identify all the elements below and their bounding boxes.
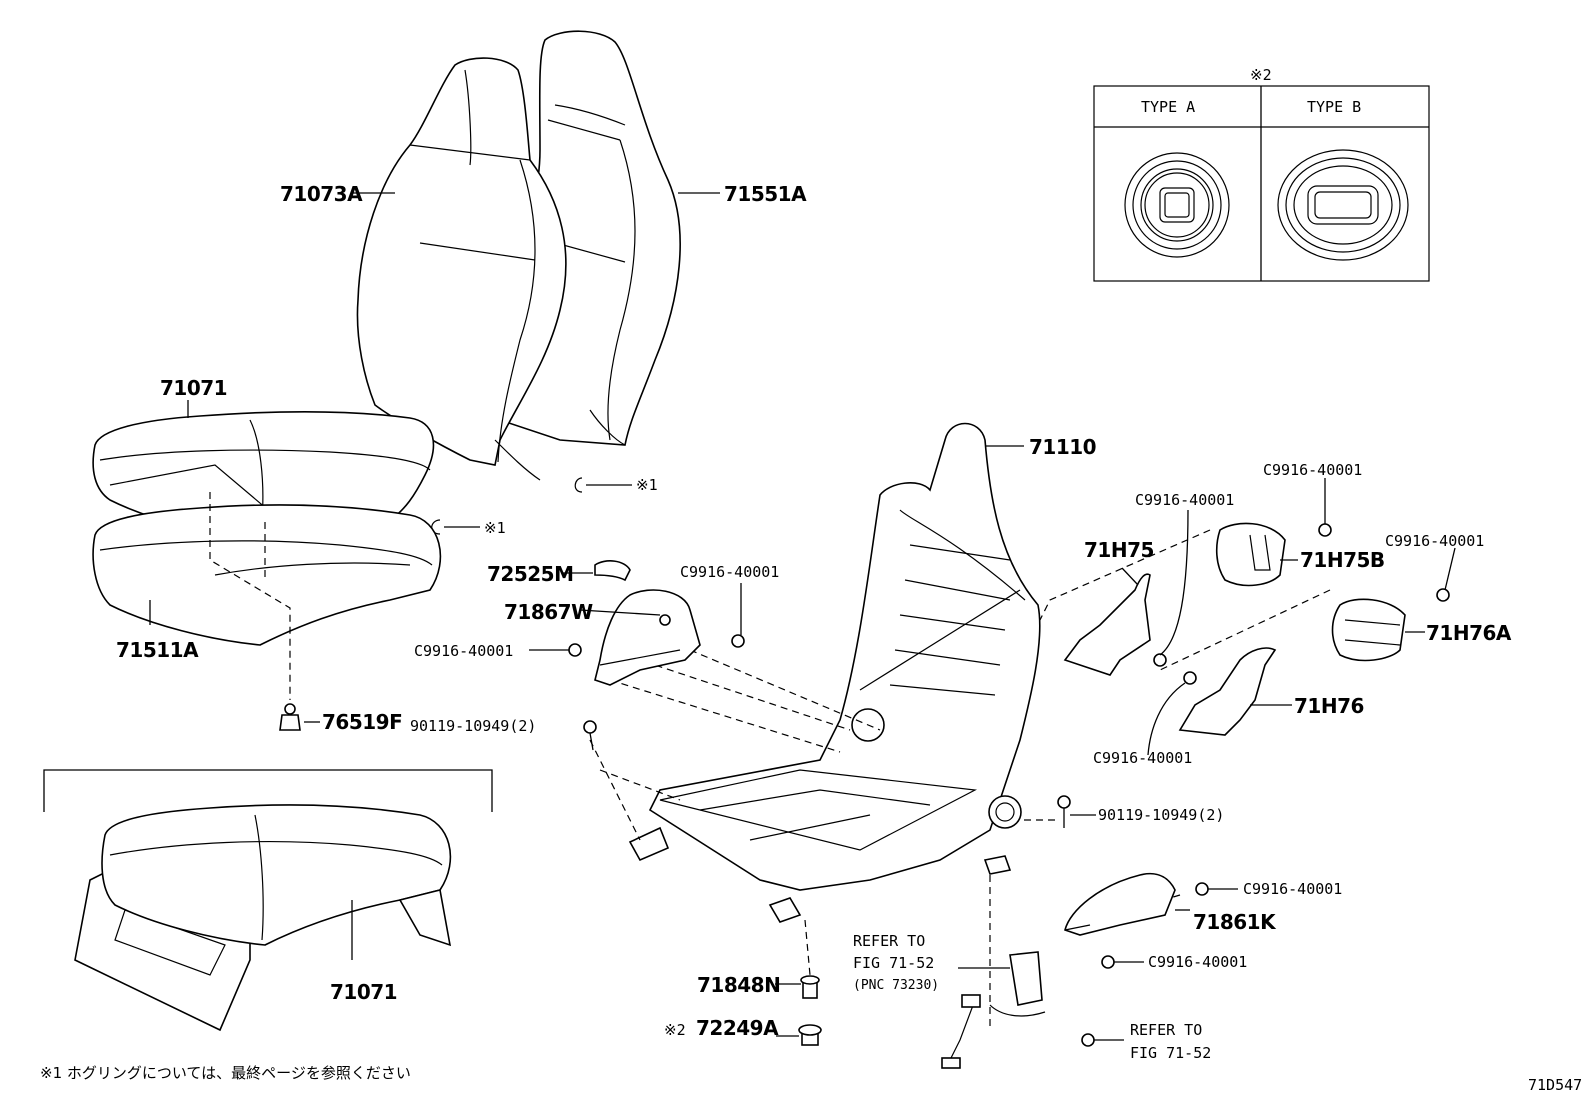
- screw-71861k-lower-part: [1101, 955, 1115, 969]
- clip-76519f-part: [279, 703, 301, 731]
- label-76519f: 76519F: [322, 710, 402, 734]
- plug-71848n-part: [800, 975, 820, 999]
- label-c9916-71h76: C9916-40001: [1093, 749, 1192, 767]
- label-72249a: 72249A: [696, 1016, 779, 1040]
- label-c9916-71861k-upper: C9916-40001: [1243, 880, 1342, 898]
- type-box: ※2 TYPE A TYPE B: [1093, 66, 1430, 282]
- type-b-grommet: [1277, 149, 1409, 261]
- label-71071-upper: 71071: [160, 376, 227, 400]
- figure-code: 71D547: [1528, 1076, 1582, 1094]
- label-71h75b: 71H75B: [1300, 548, 1385, 572]
- type-box-note: ※2: [1250, 66, 1272, 84]
- label-c9916-left-lower: C9916-40001: [414, 642, 513, 660]
- label-c9916-left-upper: C9916-40001: [680, 563, 779, 581]
- cover-71h76-part: [1178, 647, 1277, 736]
- type-a-grommet: [1124, 152, 1230, 258]
- label-71h75: 71H75: [1084, 538, 1154, 562]
- seat-frame-part: [628, 422, 1041, 923]
- label-71551a: 71551A: [724, 182, 807, 206]
- plug-72249a-part: [798, 1024, 822, 1046]
- label-71h76: 71H76: [1294, 694, 1364, 718]
- bolt-left-part: [583, 720, 597, 751]
- cover-71h75b-part: [1215, 522, 1286, 587]
- screw-71h75b-part: [1318, 523, 1332, 537]
- screw-left-lower-part: [568, 643, 582, 657]
- label-71h76a: 71H76A: [1426, 621, 1512, 645]
- label-90119-right: 90119-10949(2): [1098, 806, 1224, 824]
- bracket-72525m-part: [594, 560, 631, 582]
- refer-upper-line2: FIG 71-52: [853, 954, 934, 972]
- label-c9916-71h75b: C9916-40001: [1263, 461, 1362, 479]
- alt-cushion-part: [74, 804, 452, 1032]
- screw-71h75-part: [1153, 653, 1167, 667]
- label-71073a: 71073A: [280, 182, 363, 206]
- refer-lower-line1: REFER TO: [1130, 1021, 1202, 1039]
- label-note1-upper: ※1: [636, 476, 658, 494]
- label-71867w: 71867W: [504, 600, 593, 624]
- alt-cushion-bracket: [43, 769, 493, 812]
- refer-upper-line1: REFER TO: [853, 932, 925, 950]
- cover-71h76a-part: [1331, 598, 1406, 662]
- hog-ring-upper: [574, 477, 632, 493]
- cover-71h75-part: [1063, 573, 1151, 676]
- label-note2: ※2: [664, 1021, 686, 1039]
- hog-ring-lower: [431, 519, 480, 535]
- label-c9916-71861k-lower: C9916-40001: [1148, 953, 1247, 971]
- type-a-label: TYPE A: [1141, 98, 1195, 116]
- seat-belt-buckle-part: [941, 951, 1046, 1069]
- label-71110: 71110: [1029, 435, 1096, 459]
- screw-71h76a-part: [1436, 588, 1450, 602]
- refer-upper-line3: (PNC 73230): [853, 978, 939, 993]
- label-90119-left: 90119-10949(2): [410, 717, 536, 735]
- screw-left-upper-part: [731, 634, 745, 648]
- label-c9916-71h76a: C9916-40001: [1385, 532, 1484, 550]
- seat-cushion-cover-part: [92, 504, 442, 646]
- screw-71861k-upper-part: [1195, 882, 1209, 896]
- cover-71867w-part: [594, 589, 701, 686]
- screw-71h76-part: [1183, 671, 1197, 685]
- bolt-refer-lower-part: [1081, 1033, 1095, 1047]
- footnote: ※1 ホグリングについては、最終ページを参照ください: [40, 1064, 411, 1082]
- label-72525m: 72525M: [487, 562, 573, 586]
- label-71071-lower: 71071: [330, 980, 397, 1004]
- cover-71861k-part: [1064, 872, 1176, 936]
- refer-lower-line2: FIG 71-52: [1130, 1044, 1211, 1062]
- type-b-label: TYPE B: [1307, 98, 1361, 116]
- label-note1-lower: ※1: [484, 519, 506, 537]
- label-c9916-71h75: C9916-40001: [1135, 491, 1234, 509]
- label-71848n: 71848N: [697, 973, 780, 997]
- label-71861k: 71861K: [1193, 910, 1277, 934]
- label-71511a: 71511A: [116, 638, 199, 662]
- bolt-right-part: [1057, 795, 1071, 828]
